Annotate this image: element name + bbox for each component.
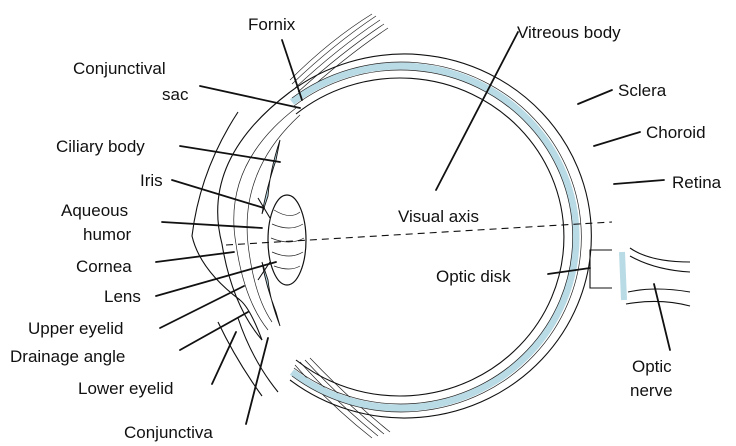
label-lower-eyelid: Lower eyelid — [78, 379, 173, 398]
label-vitreous-body: Vitreous body — [517, 23, 621, 42]
label-conjunctiva: Conjunctiva — [124, 423, 213, 442]
label-fornix: Fornix — [248, 15, 296, 34]
label-visual-axis: Visual axis — [398, 207, 479, 226]
label-conjunctival-sac: Conjunctival — [73, 59, 166, 78]
optic-nerve-shape — [622, 248, 690, 306]
label-lens: Lens — [104, 287, 141, 306]
upper-eyelid-shape — [192, 112, 240, 300]
leader-lines — [156, 32, 670, 424]
label-optic-nerve: Optic — [632, 357, 672, 376]
choroid-band — [292, 66, 576, 408]
label-optic-disk: Optic disk — [436, 267, 511, 286]
label-retina: Retina — [672, 173, 722, 192]
label-choroid: Choroid — [646, 123, 706, 142]
label-sclera: Sclera — [618, 81, 667, 100]
label-aqueous-humor: Aqueous — [61, 201, 128, 220]
label-ciliary-body: Ciliary body — [56, 137, 145, 156]
optic-disk-bracket — [590, 250, 612, 288]
label-upper-eyelid: Upper eyelid — [28, 319, 123, 338]
label-cornea: Cornea — [76, 257, 132, 276]
retina-outline — [296, 78, 564, 396]
label-aqueous-humor-2: humor — [83, 225, 132, 244]
label-conjunctival-sac-2: sac — [162, 85, 189, 104]
label-iris: Iris — [140, 171, 163, 190]
upper-orbit-hatching — [290, 14, 388, 96]
label-optic-nerve-2: nerve — [630, 381, 673, 400]
sclera-outline — [290, 54, 591, 418]
label-drainage-angle: Drainage angle — [10, 347, 125, 366]
